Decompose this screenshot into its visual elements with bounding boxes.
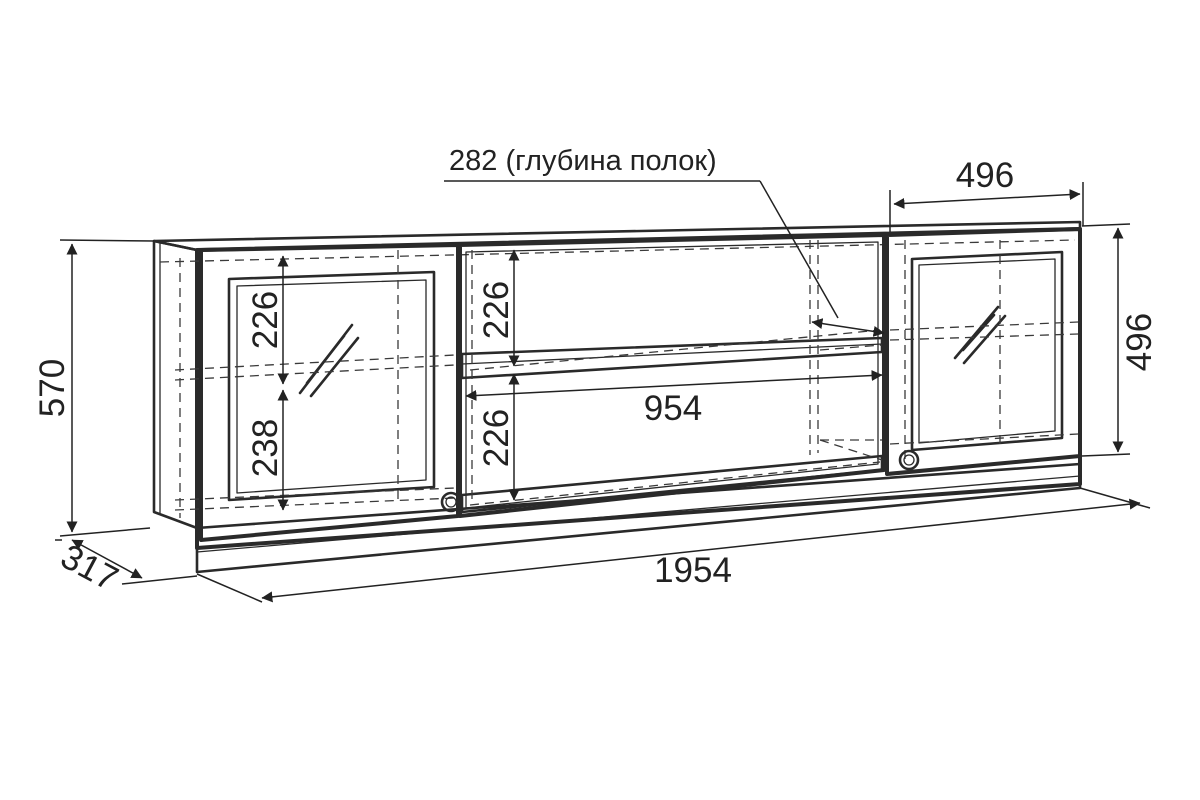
label-open-lower-height: 226	[477, 409, 516, 467]
label-total-height: 570	[33, 359, 72, 417]
dim-line-shelf-depth	[811, 318, 885, 337]
dim-line-depth	[71, 539, 143, 579]
shelf-depth-leader	[759, 180, 839, 319]
middle-shelf	[460, 336, 884, 380]
label-door-width: 496	[956, 156, 1014, 195]
label-door-height: 496	[1120, 313, 1159, 371]
label-open-width: 954	[644, 389, 702, 428]
dim-line-total-width	[261, 498, 1141, 603]
right-door	[885, 227, 1082, 476]
left-door-frame	[227, 270, 436, 502]
dimension-lines	[55, 180, 1151, 603]
label-left-lower-height: 238	[246, 419, 285, 477]
label-depth: 317	[54, 537, 124, 599]
right-door-handle	[898, 449, 920, 471]
label-total-width: 1954	[654, 551, 732, 590]
dim-line-open-width	[465, 370, 883, 401]
dim-line-door-width	[893, 189, 1081, 209]
label-open-upper-height: 226	[477, 281, 516, 339]
cabinet-body	[152, 220, 1082, 574]
label-left-upper-height: 226	[246, 291, 285, 349]
label-shelf-depth: 282 (глубина полок)	[449, 145, 717, 177]
open-section	[458, 233, 886, 518]
right-door-frame	[910, 250, 1064, 452]
left-door	[174, 243, 462, 542]
